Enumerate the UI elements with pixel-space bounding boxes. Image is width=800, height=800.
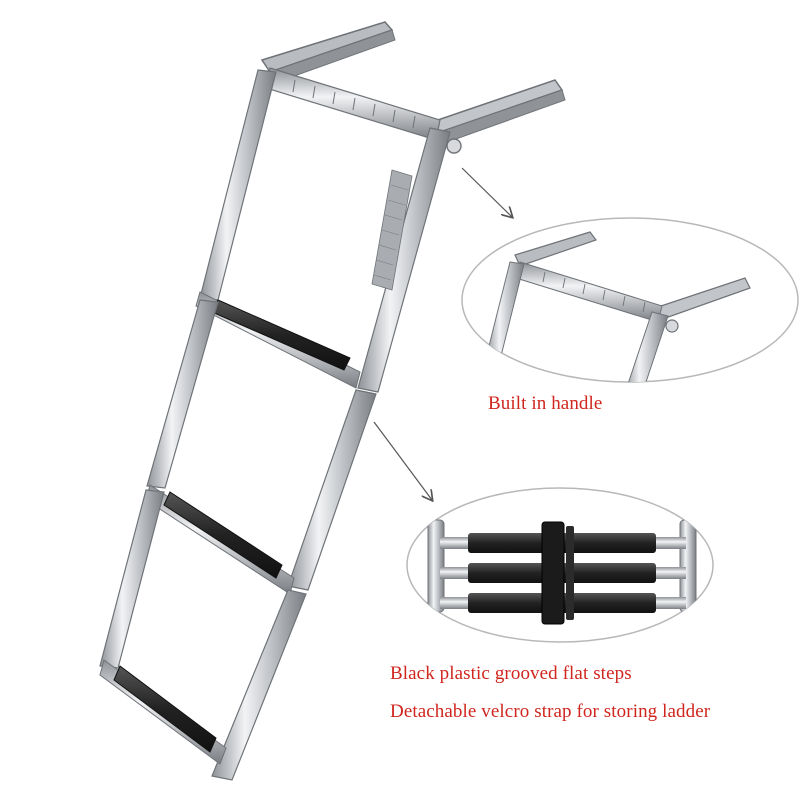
top-grab-bar xyxy=(265,67,441,141)
caption-grooved-steps: Black plastic grooved flat steps xyxy=(390,663,632,684)
rail-grip xyxy=(371,169,413,291)
step-2 xyxy=(145,484,295,595)
rail-left-middle xyxy=(146,299,219,489)
caption-velcro-strap: Detachable velcro strap for storing ladd… xyxy=(390,701,711,722)
steps-callout xyxy=(406,487,714,643)
arrow-icon xyxy=(373,421,432,500)
ladder xyxy=(99,21,566,781)
rail-right-lower xyxy=(211,589,307,781)
top-bracket-left xyxy=(260,21,396,85)
rail-left-upper xyxy=(199,69,277,301)
step-1 xyxy=(195,291,361,389)
step-3 xyxy=(99,659,227,765)
caption-built-in-handle: Built in handle xyxy=(488,393,603,414)
handle-callout xyxy=(461,217,799,383)
rail-left-lower xyxy=(99,489,165,669)
arrow-icon xyxy=(461,167,512,217)
pivot-bolt xyxy=(446,138,462,154)
top-bracket-right xyxy=(430,79,566,145)
rail-right-upper xyxy=(357,127,451,393)
rail-right-middle xyxy=(287,389,377,591)
velcro-strap xyxy=(541,521,565,625)
